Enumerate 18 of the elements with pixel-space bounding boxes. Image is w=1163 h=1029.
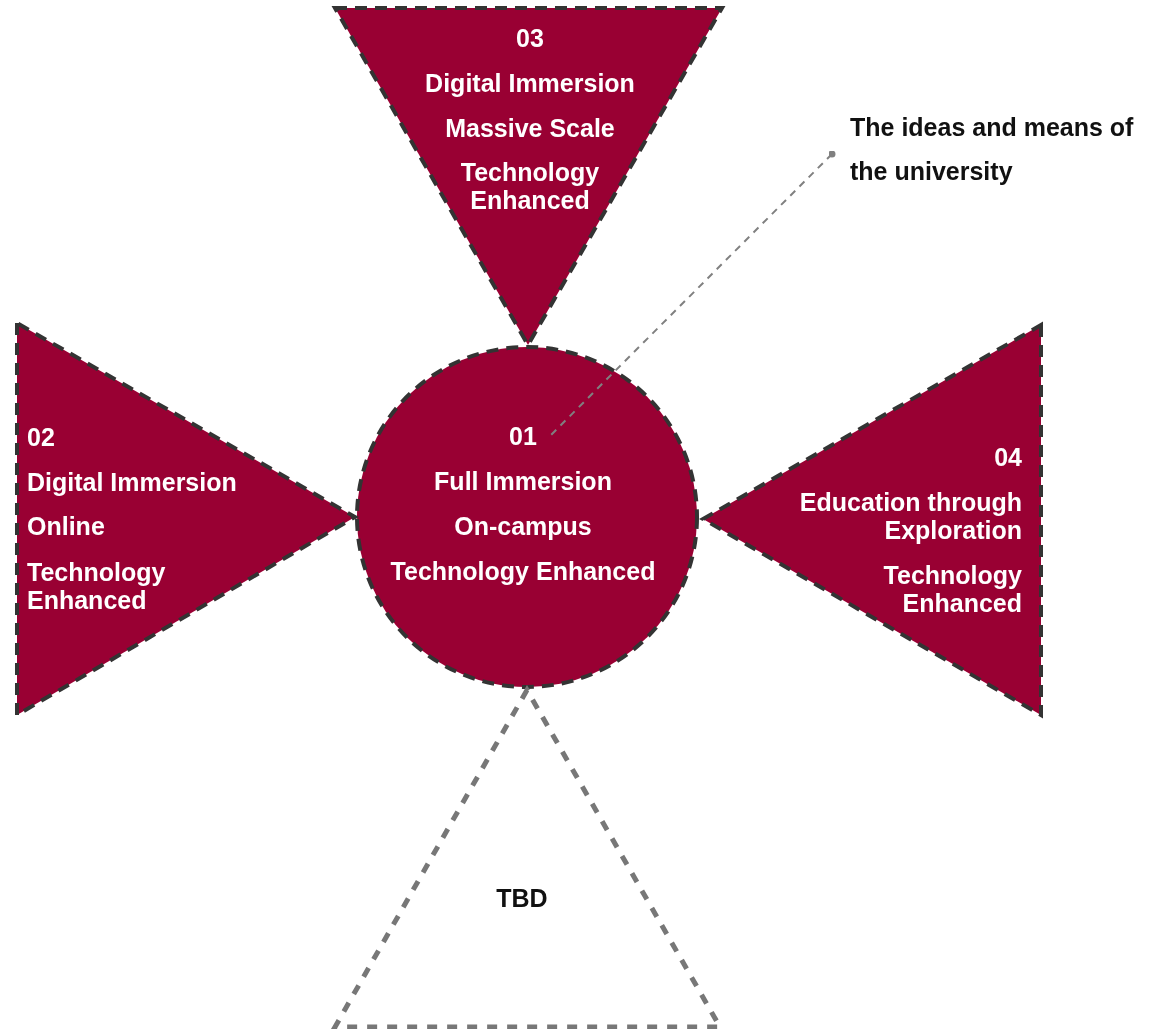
node-text: Technology Enhanced (27, 558, 167, 614)
node-text: 03 (515, 24, 545, 52)
node-text: Education through Exploration (798, 488, 1022, 544)
node-text: Digital Immersion (424, 69, 636, 97)
node-text: Full Immersion (433, 467, 613, 495)
node-text: Massive Scale (444, 114, 616, 142)
node-text: Online (27, 512, 106, 540)
node-text: Digital Immersion (27, 468, 238, 496)
node-text: 02 (27, 423, 56, 451)
node-text: Technology Enhanced (389, 557, 657, 585)
annotation-text: The ideas and means of the university (850, 112, 1135, 187)
node-text: 01 (508, 422, 538, 450)
node-text: 04 (993, 443, 1022, 471)
node-text: On-campus (453, 512, 593, 540)
node-text: TBD (495, 884, 549, 912)
leader-line (549, 150, 836, 437)
node-text: Technology Enhanced (459, 158, 601, 214)
node-text: Technology Enhanced (882, 561, 1022, 617)
